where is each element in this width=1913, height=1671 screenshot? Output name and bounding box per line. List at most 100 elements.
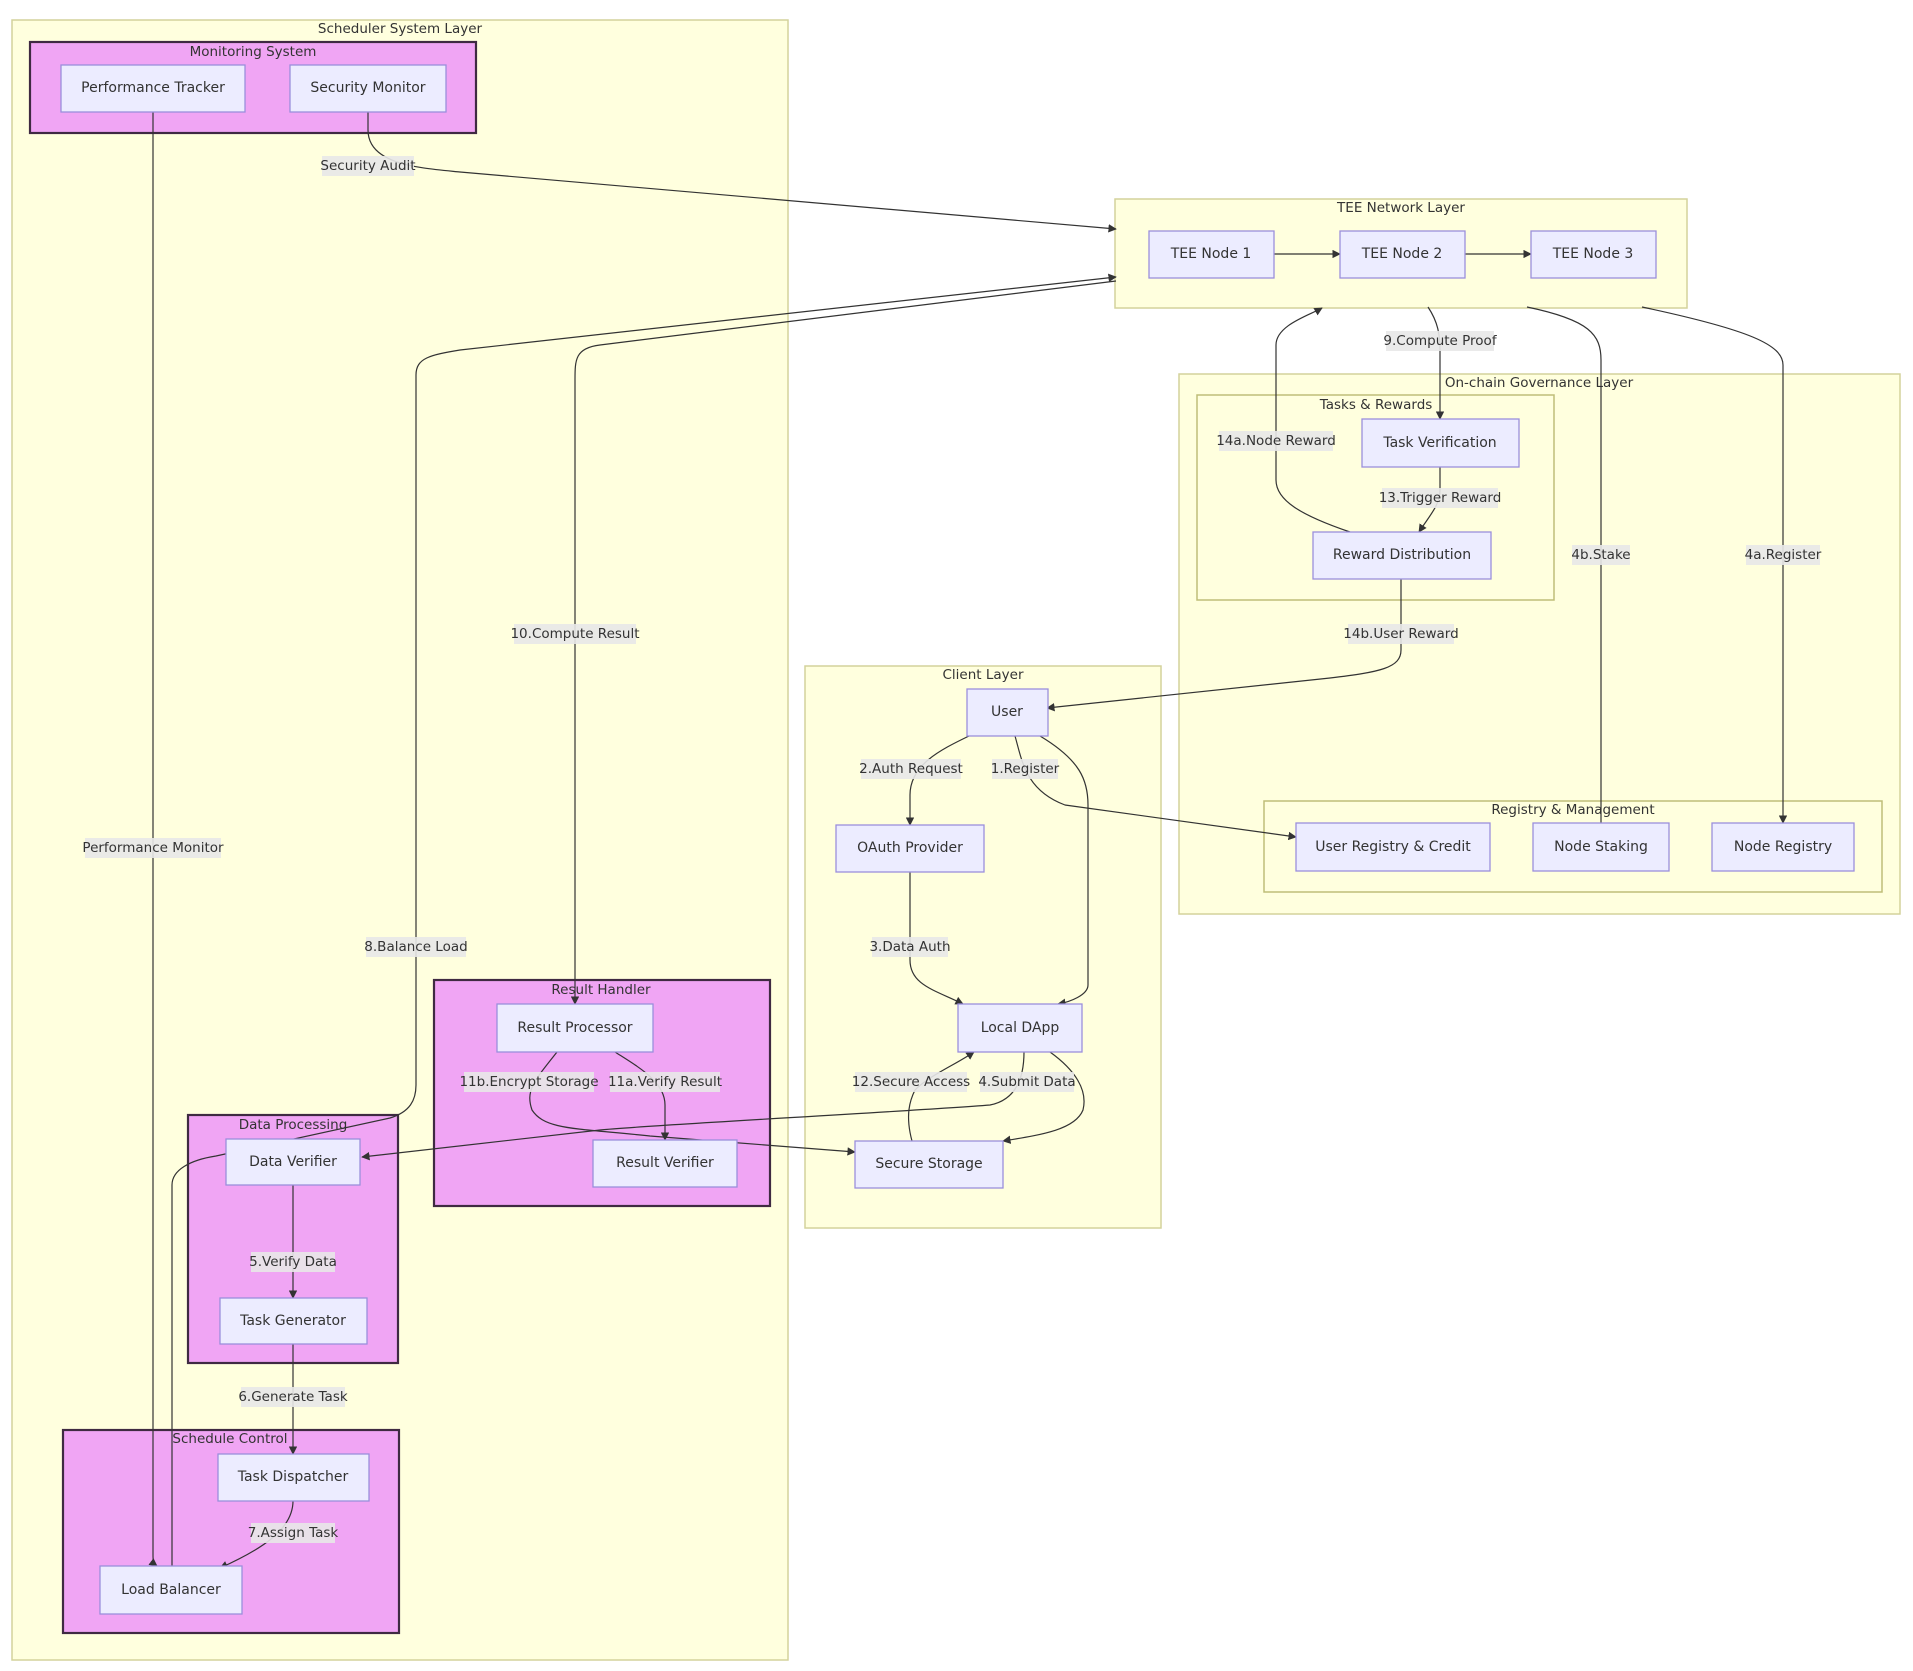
node-label: OAuth Provider — [857, 840, 963, 856]
edge-label-text: Security Audit — [320, 158, 415, 174]
edge-performance-monitor — [148, 112, 158, 1567]
cluster-title-client: Client Layer — [942, 667, 1023, 683]
edge-label-text: 14b.User Reward — [1343, 626, 1458, 642]
edge-label-register-1: 1.Register — [991, 759, 1060, 779]
edge-balance-load — [171, 273, 1117, 1587]
edge-label-verify-data: 5.Verify Data — [249, 1252, 337, 1272]
edge-user-reward — [1046, 579, 1402, 712]
edge-label-encrypt-storage: 11b.Encrypt Storage — [459, 1072, 599, 1092]
edge-labels: Security Audit Performance Monitor 10.Co… — [82, 156, 1822, 1543]
edge-label-auth-request: 2.Auth Request — [859, 759, 963, 779]
edge-label-text: 4.Submit Data — [978, 1074, 1075, 1090]
edge-label-assign-task: 7.Assign Task — [248, 1523, 339, 1543]
edge-label-text: 11b.Encrypt Storage — [459, 1074, 598, 1090]
node-label: TEE Node 3 — [1552, 246, 1634, 262]
node-label: Reward Distribution — [1333, 547, 1471, 563]
edge-label-text: 4a.Register — [1745, 547, 1822, 563]
edge-label-submit-data: 4.Submit Data — [978, 1072, 1076, 1092]
edge-label-performance-monitor: Performance Monitor — [82, 838, 224, 858]
edge-label-text: 10.Compute Result — [510, 626, 639, 642]
cluster-title-registry: Registry & Management — [1491, 802, 1654, 818]
node-load-balancer[interactable]: Load Balancer — [99, 1565, 243, 1615]
edge-label-secure-access: 12.Secure Access — [852, 1072, 970, 1092]
node-tee-1[interactable]: TEE Node 1 — [1148, 230, 1275, 279]
edge-label-node-reward: 14a.Node Reward — [1216, 431, 1336, 451]
node-label: Security Monitor — [310, 80, 425, 96]
cluster-title-monitoring: Monitoring System — [190, 44, 317, 60]
node-tee-2[interactable]: TEE Node 2 — [1339, 230, 1466, 279]
edge-label-compute-proof: 9.Compute Proof — [1383, 331, 1498, 351]
node-label: Data Verifier — [249, 1154, 337, 1170]
edge-label-text: 12.Secure Access — [852, 1074, 970, 1090]
node-task-verification[interactable]: Task Verification — [1361, 418, 1520, 468]
edge-label-text: 8.Balance Load — [364, 939, 467, 955]
node-label: Node Registry — [1734, 839, 1832, 855]
cluster-title-scheduler: Scheduler System Layer — [318, 21, 483, 37]
edge-label-text: 11a.Verify Result — [608, 1074, 722, 1090]
node-secure-storage[interactable]: Secure Storage — [854, 1140, 1004, 1189]
edge-label-trigger-reward: 13.Trigger Reward — [1379, 488, 1502, 508]
edge-dapp-storage — [1002, 1051, 1085, 1144]
edge-label-balance-load: 8.Balance Load — [364, 937, 468, 957]
node-label: User Registry & Credit — [1315, 839, 1471, 855]
node-label: Task Dispatcher — [237, 1469, 349, 1485]
node-user-registry[interactable]: User Registry & Credit — [1295, 822, 1491, 872]
node-result-verifier[interactable]: Result Verifier — [592, 1139, 738, 1188]
edge-node-reward — [1275, 307, 1351, 533]
edge-label-security-audit: Security Audit — [320, 156, 416, 176]
edge-stake — [1526, 306, 1606, 838]
node-label: Task Generator — [239, 1313, 346, 1329]
node-label: User — [991, 704, 1023, 720]
node-label: TEE Node 1 — [1170, 246, 1252, 262]
edge-label-data-auth: 3.Data Auth — [869, 937, 951, 957]
node-node-registry[interactable]: Node Registry — [1711, 822, 1855, 872]
node-label: Result Processor — [517, 1020, 632, 1036]
node-performance-tracker[interactable]: Performance Tracker — [60, 64, 246, 113]
edge-data-auth — [909, 872, 964, 1005]
edge-label-text: 1.Register — [991, 761, 1060, 777]
edge-label-stake: 4b.Stake — [1571, 545, 1631, 565]
cluster-title-data-processing: Data Processing — [239, 1117, 348, 1133]
nodes: Performance Tracker Security Monitor TEE… — [60, 64, 1855, 1615]
node-label: Node Staking — [1554, 839, 1648, 855]
edge-label-text: 3.Data Auth — [869, 939, 950, 955]
edge-label-text: 6.Generate Task — [238, 1389, 348, 1405]
edge-label-text: 7.Assign Task — [248, 1525, 339, 1541]
edge-compute-result — [570, 280, 1117, 1005]
node-node-staking[interactable]: Node Staking — [1532, 822, 1670, 872]
edge-register-4a — [1641, 306, 1788, 824]
node-tee-3[interactable]: TEE Node 3 — [1530, 230, 1657, 279]
node-label: Task Verification — [1382, 435, 1496, 451]
node-data-verifier[interactable]: Data Verifier — [225, 1138, 361, 1186]
edge-label-user-reward: 14b.User Reward — [1343, 624, 1459, 644]
edge-label-generate-task: 6.Generate Task — [238, 1387, 348, 1407]
node-security-monitor[interactable]: Security Monitor — [289, 64, 447, 113]
node-task-generator[interactable]: Task Generator — [219, 1297, 368, 1345]
edge-label-text: 2.Auth Request — [859, 761, 963, 777]
node-user[interactable]: User — [966, 688, 1049, 737]
edge-label-text: 4b.Stake — [1571, 547, 1630, 563]
edge-label-text: 9.Compute Proof — [1383, 333, 1497, 349]
edge-label-text: 13.Trigger Reward — [1379, 490, 1502, 506]
node-task-dispatcher[interactable]: Task Dispatcher — [217, 1453, 370, 1502]
cluster-title-tasks-rewards: Tasks & Rewards — [1319, 397, 1433, 413]
node-label: Local DApp — [981, 1020, 1060, 1036]
cluster-title-tee-network: TEE Network Layer — [1336, 200, 1465, 216]
node-label: Load Balancer — [121, 1582, 221, 1598]
edge-user-dapp — [1039, 735, 1089, 1007]
edge-label-register-4a: 4a.Register — [1745, 545, 1822, 565]
node-label: Result Verifier — [616, 1155, 714, 1171]
node-label: Secure Storage — [875, 1156, 982, 1172]
edge-label-text: 14a.Node Reward — [1216, 433, 1336, 449]
edge-label-verify-result: 11a.Verify Result — [608, 1072, 722, 1092]
node-label: Performance Tracker — [81, 80, 225, 96]
node-local-dapp[interactable]: Local DApp — [957, 1003, 1083, 1053]
node-result-processor[interactable]: Result Processor — [496, 1003, 654, 1053]
cluster-title-schedule-control: Schedule Control — [172, 1431, 287, 1447]
cluster-title-governance: On-chain Governance Layer — [1445, 375, 1634, 391]
edge-label-text: 5.Verify Data — [249, 1254, 337, 1270]
edge-label-text: Performance Monitor — [82, 840, 224, 856]
node-oauth-provider[interactable]: OAuth Provider — [835, 824, 985, 873]
node-reward-distribution[interactable]: Reward Distribution — [1312, 531, 1492, 580]
